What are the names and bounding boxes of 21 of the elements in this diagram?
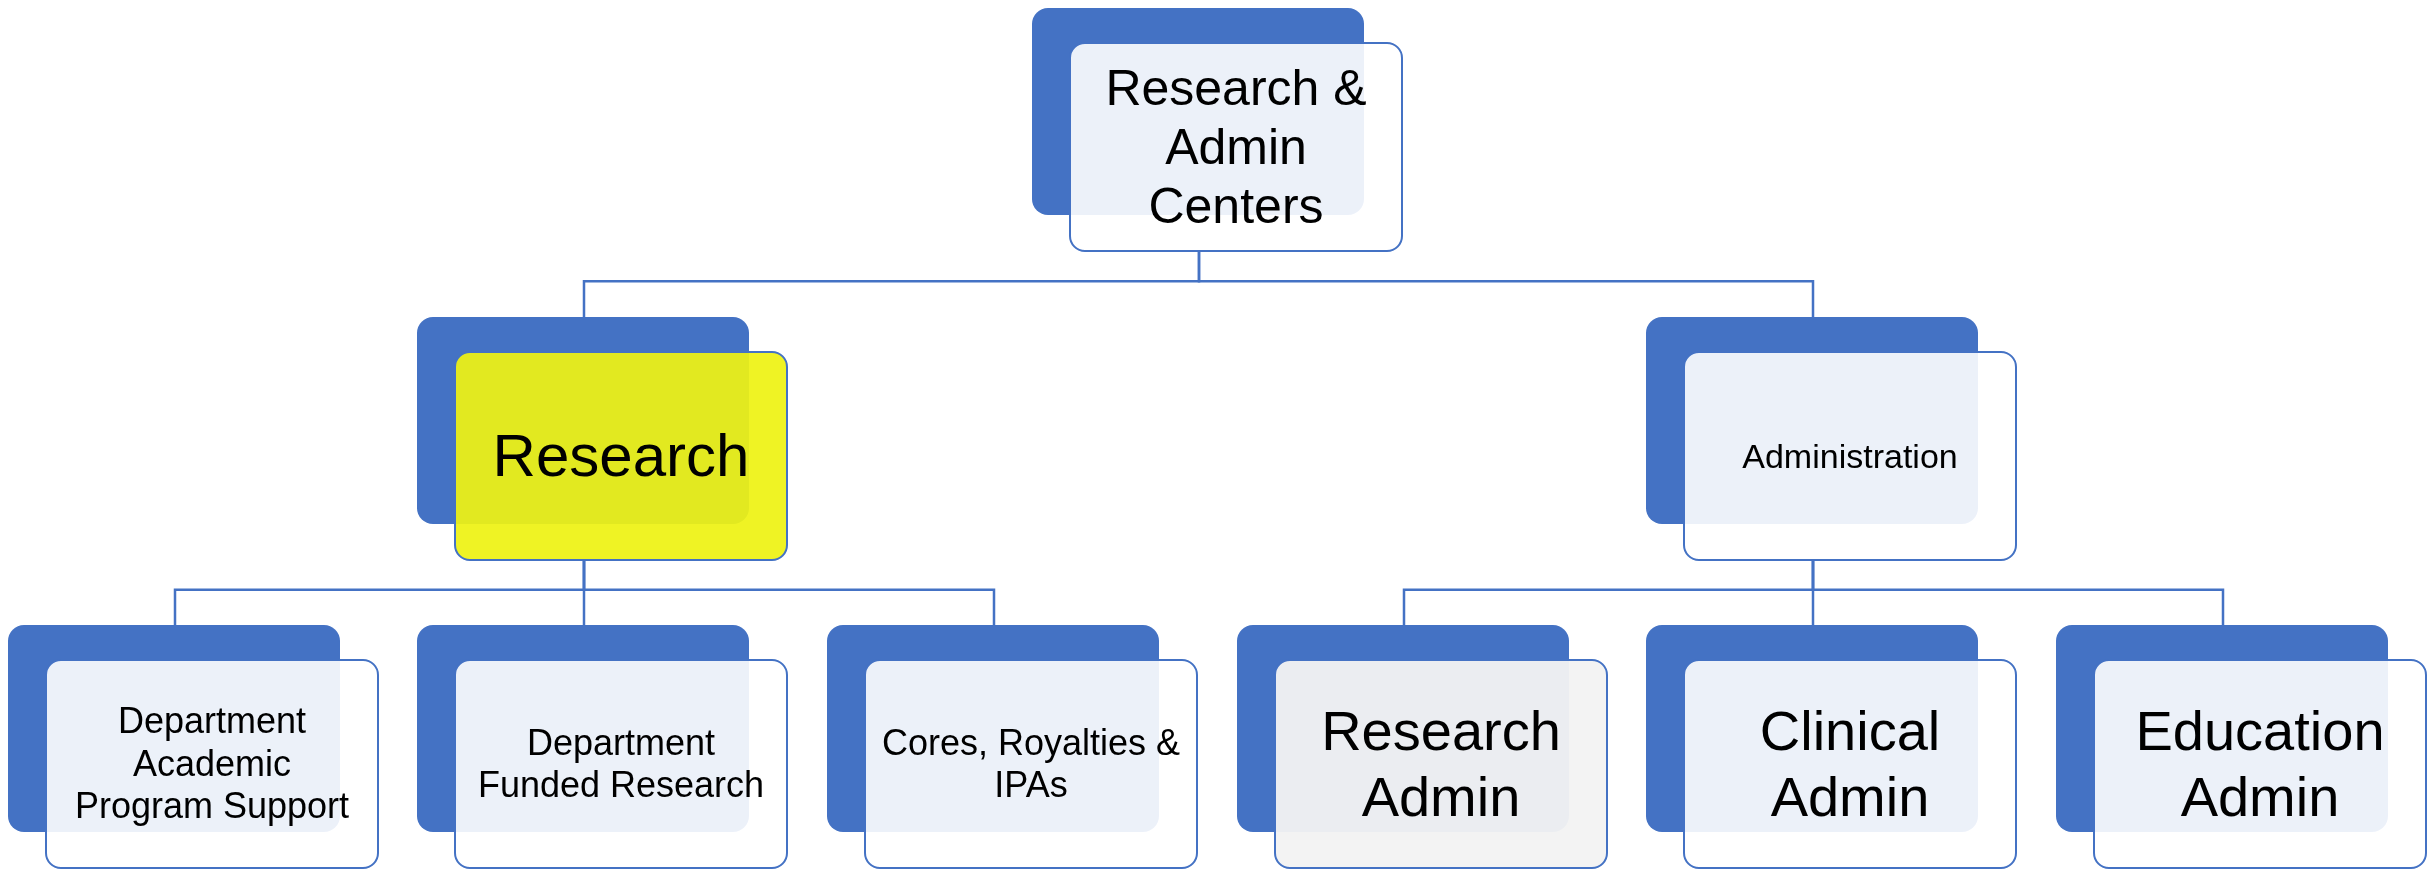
box-label: Education Admin bbox=[2134, 697, 2386, 830]
org-chart-box bbox=[8, 625, 379, 869]
org-chart-box bbox=[827, 625, 1198, 869]
connector-line bbox=[1811, 561, 2225, 625]
connector-line bbox=[1197, 252, 1815, 317]
box-label: Department Academic Program Support bbox=[73, 700, 351, 828]
box-label: Research bbox=[492, 420, 750, 491]
box-label: Administration bbox=[1742, 435, 1958, 477]
box-label: Cores, Royalties & IPAs bbox=[880, 721, 1182, 807]
org-chart-box bbox=[2056, 625, 2427, 869]
box-label: Department Funded Research bbox=[476, 721, 766, 807]
org-chart-box bbox=[1646, 317, 2017, 561]
box-label: Research Admin bbox=[1320, 697, 1562, 830]
org-chart-box bbox=[1646, 625, 2017, 869]
org-chart-box bbox=[417, 625, 788, 869]
org-chart-box bbox=[1237, 625, 1608, 869]
box-label: Clinical Admin bbox=[1758, 697, 1942, 830]
org-chart-box bbox=[417, 317, 788, 561]
box-label: Research & Admin Centers bbox=[1104, 58, 1368, 236]
org-chart-box bbox=[1032, 8, 1403, 252]
connector-line bbox=[582, 561, 996, 625]
